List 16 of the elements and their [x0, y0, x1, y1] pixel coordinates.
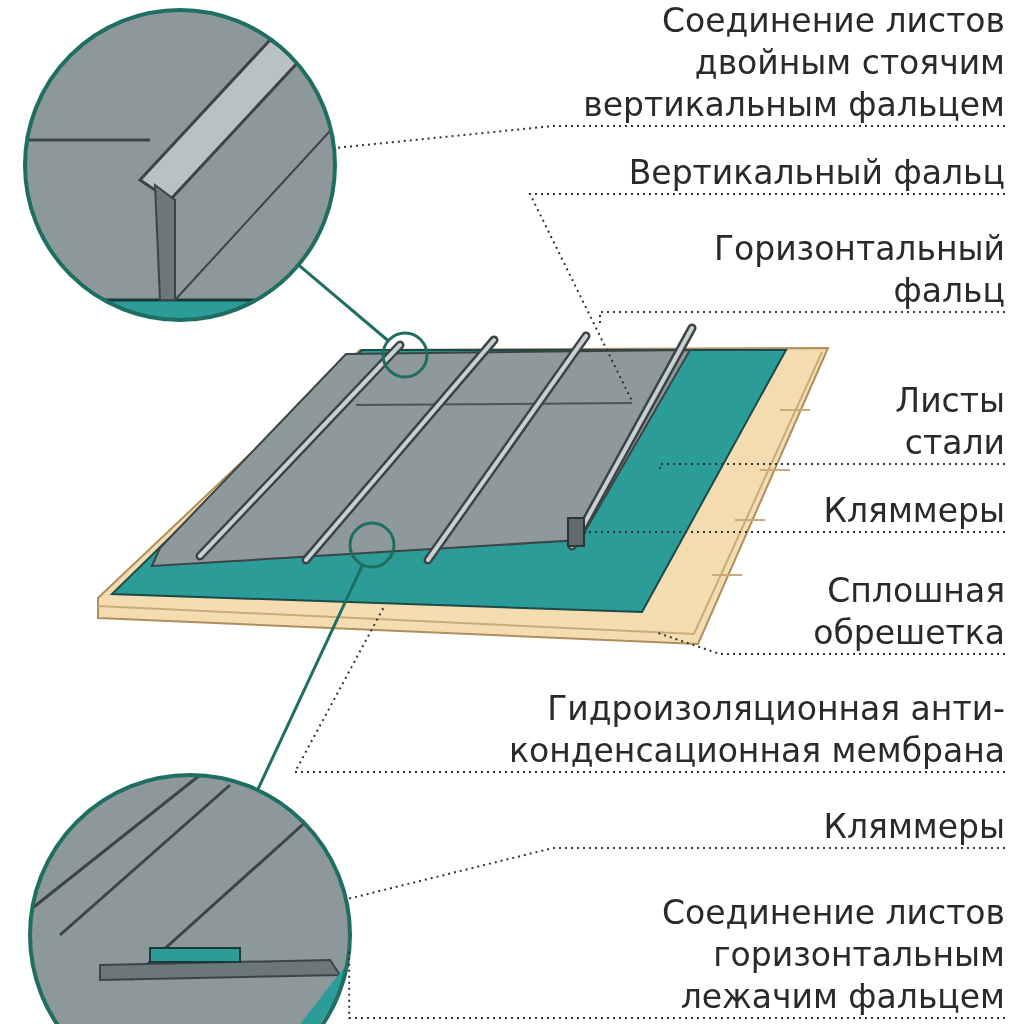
- leader-line: [348, 950, 1006, 1019]
- callout-label: Кляммеры: [823, 806, 1005, 848]
- leader-line: [659, 463, 1006, 471]
- callout-label: Соединение листов двойным стоячим вертикальным фальцем: [565, 0, 1005, 126]
- leader-line: [584, 531, 1006, 536]
- connector-line: [297, 263, 390, 342]
- detail-marker-circle: [348, 521, 396, 569]
- callout-label: Кляммеры: [823, 490, 1005, 532]
- callout-label: Вертикальный фальц: [628, 152, 1005, 194]
- callout-label: Горизонтальный фальц: [615, 228, 1005, 312]
- callout-label: Гидроизоляционная анти-конденсационная мембрана: [305, 688, 1005, 772]
- callout-label: Листы стали: [835, 380, 1005, 464]
- connector-line: [256, 564, 364, 791]
- callout-label: Сплошная обрешетка: [745, 570, 1005, 654]
- callout-label: Соединение листов горизонтальным лежачим фальцем: [555, 892, 1005, 1018]
- detail-marker-circle: [381, 331, 429, 379]
